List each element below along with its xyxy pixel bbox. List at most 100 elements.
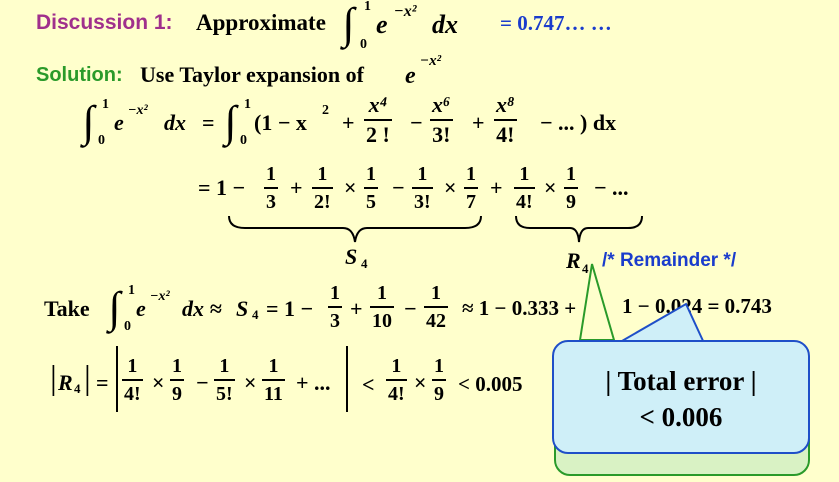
- s4-subscript: 4: [361, 256, 368, 271]
- fraction-bar: [264, 187, 278, 189]
- take-label: Take: [44, 296, 90, 321]
- integral-sign: ∫: [342, 0, 355, 48]
- take-fraction-3: 1 42: [424, 283, 448, 331]
- taylor-term-x6: x⁶ 3!: [430, 94, 453, 146]
- expansion-lhs-integrand: e: [114, 110, 124, 135]
- fraction-denominator: 3!: [432, 122, 451, 147]
- fraction-bar: [412, 187, 433, 189]
- fraction-denominator: 9: [172, 383, 182, 405]
- take-integrand: e: [136, 296, 146, 321]
- expansion-open: (1 − x: [254, 110, 307, 135]
- expansion-plus-1: +: [342, 110, 355, 135]
- fraction-numerator: 1: [172, 355, 182, 377]
- bound-equals: =: [96, 370, 109, 395]
- fraction-numerator: x⁸: [496, 92, 515, 117]
- series-term-3a: 1 3!: [412, 164, 433, 212]
- s4-brace: [228, 215, 482, 243]
- discussion-upper-limit: 1: [364, 0, 371, 14]
- solution-label: Solution:: [36, 64, 123, 86]
- series-term-4b: 1 9: [564, 164, 578, 212]
- integral-sign: ∫: [108, 283, 121, 332]
- series-op: − ...: [594, 175, 629, 200]
- expansion-equals: =: [202, 110, 215, 135]
- taylor-term-x8: x⁸ 4!: [494, 94, 517, 146]
- fraction-denominator: 5: [366, 191, 376, 213]
- fraction-numerator: 1: [417, 163, 428, 185]
- expansion-rhs-upper: 1: [244, 97, 251, 112]
- take-exponent: −x²: [150, 289, 170, 304]
- fraction-bar: [312, 187, 333, 189]
- fraction-bar: [262, 379, 285, 381]
- fraction-denominator: 5!: [216, 383, 233, 405]
- abs-bar-right: |: [84, 360, 91, 397]
- discussion-exponent: −x²: [394, 3, 417, 20]
- take-equals: = 1 −: [266, 296, 314, 321]
- take-dx-approx: dx ≈: [182, 296, 222, 321]
- bound-fraction-4: 1 11: [262, 356, 285, 404]
- fraction-bar: [430, 119, 453, 121]
- callout-pointer-join: [596, 342, 714, 346]
- expansion-tail: − ... ) dx: [540, 110, 617, 135]
- series-op: ×: [544, 175, 557, 200]
- series-op: −: [392, 175, 405, 200]
- bound-fraction-1: 1 4!: [122, 356, 143, 404]
- fraction-denominator: 4!: [496, 122, 515, 147]
- integral-sign: ∫: [82, 97, 95, 146]
- discussion-dx: dx: [432, 10, 458, 39]
- discussion-result: = 0.747… …: [500, 11, 612, 35]
- fraction-denominator: 4!: [124, 383, 141, 405]
- total-error-line-1: | Total error |: [605, 366, 757, 396]
- r4-label: R: [566, 248, 581, 273]
- fraction-bar: [364, 187, 378, 189]
- series-op: ×: [444, 175, 457, 200]
- fraction-denominator: 3!: [414, 191, 431, 213]
- fraction-numerator: 1: [268, 355, 279, 377]
- fraction-numerator: 1: [219, 355, 230, 377]
- bound-fraction-3: 1 5!: [214, 356, 235, 404]
- bound-op: ×: [244, 370, 257, 395]
- fraction-denominator: 3: [330, 310, 340, 332]
- expansion-plus-2: +: [472, 110, 485, 135]
- s4-label: S: [345, 244, 358, 269]
- expansion-square: 2: [322, 103, 329, 118]
- fraction-numerator: 1: [317, 163, 328, 185]
- r4-subscript: 4: [582, 261, 589, 276]
- discussion-lower-limit: 0: [360, 37, 367, 52]
- take-final-value: 1 − 0.024 = 0.743: [622, 294, 772, 318]
- bound-r4-subscript: 4: [74, 381, 81, 396]
- fraction-bar: [514, 187, 535, 189]
- fraction-numerator: 1: [519, 163, 530, 185]
- fraction-denominator: 3: [266, 191, 276, 213]
- fraction-numerator: 1: [330, 282, 340, 304]
- fraction-denominator: 9: [434, 383, 444, 405]
- fraction-numerator: 1: [377, 282, 387, 304]
- fraction-denominator: 2 !: [366, 122, 390, 147]
- fraction-bar: [122, 379, 143, 381]
- take-upper-limit: 1: [128, 283, 135, 298]
- expansion-rhs-lower: 0: [240, 133, 247, 148]
- series-term-2b: 1 5: [364, 164, 378, 212]
- fraction-denominator: 2!: [314, 191, 331, 213]
- discussion-prefix: Approximate: [196, 10, 326, 35]
- solution-text: Use Taylor expansion of: [140, 62, 364, 87]
- expansion-lhs-lower: 0: [98, 133, 105, 148]
- fraction-bar: [464, 187, 478, 189]
- take-op: −: [404, 296, 417, 321]
- fraction-denominator: 42: [426, 310, 446, 332]
- bound-result: < 0.005: [458, 372, 523, 396]
- bound-op: ×: [414, 370, 427, 395]
- fraction-denominator: 9: [566, 191, 576, 213]
- series-op: +: [290, 175, 303, 200]
- integral-sign: ∫: [224, 97, 237, 146]
- bound-fraction-2: 1 9: [170, 356, 184, 404]
- discussion-integrand: e: [376, 10, 388, 39]
- bound-op: + ...: [296, 370, 331, 395]
- bound-r4: R: [58, 370, 73, 395]
- bound-op: ×: [152, 370, 165, 395]
- series-start: = 1 −: [198, 175, 246, 200]
- fraction-bar: [424, 306, 448, 308]
- fraction-numerator: 1: [466, 163, 476, 185]
- bound-fraction-6: 1 9: [432, 356, 446, 404]
- series-term-4a: 1 4!: [514, 164, 535, 212]
- bound-less-than: <: [362, 372, 375, 397]
